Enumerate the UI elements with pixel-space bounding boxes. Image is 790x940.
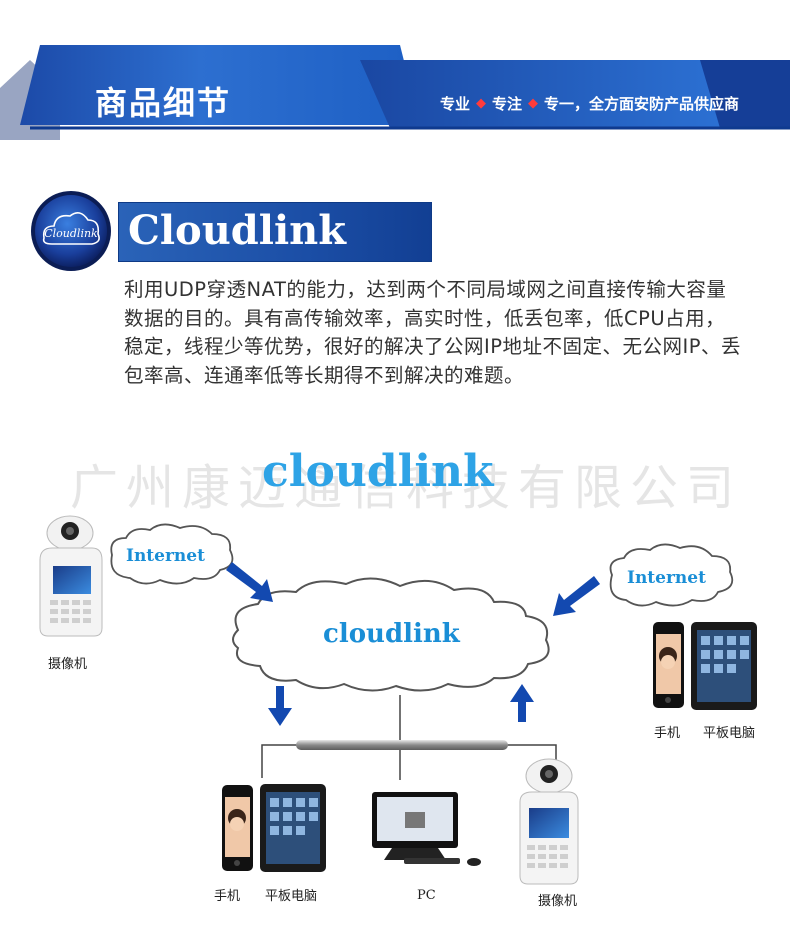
section-heading: Cloudlink — [128, 207, 346, 254]
header-banner — [0, 45, 790, 140]
tablet-device-bottom — [260, 784, 326, 872]
internet-cloud-right — [609, 543, 734, 607]
section-heading-bar — [118, 202, 432, 262]
cloudlink-logo: Cloudlink — [31, 191, 111, 271]
phone-label-bottom: 手机 — [214, 889, 241, 904]
internet-cloud-left — [110, 523, 234, 585]
page-title: 商品细节 — [95, 84, 232, 122]
network-diagram — [39, 515, 757, 885]
camera-device-bottom — [519, 758, 579, 885]
diagram-title: cloudlink — [262, 446, 494, 497]
phone-device-bottom — [222, 785, 253, 871]
logo-text: Cloudlink — [44, 227, 98, 240]
tablet-label-right: 平板电脑 — [703, 726, 756, 741]
internet-label-left: Internet — [126, 546, 205, 566]
cloudlink-cloud-label: cloudlink — [323, 619, 460, 649]
pc-label: PC — [417, 888, 436, 903]
tablet-label-bottom: 平板电脑 — [265, 889, 318, 904]
camera-label-bottom: 摄像机 — [538, 894, 578, 909]
diamond-icon: ◆ — [476, 96, 487, 111]
pc-device — [372, 792, 481, 866]
tablet-device-right — [691, 622, 757, 710]
slogan-part-2: 专注 — [492, 95, 523, 113]
diamond-icon: ◆ — [528, 96, 539, 111]
network-bus — [296, 740, 508, 750]
header-slogan: 专业 ◆ 专注 ◆ 专一，全方面安防产品供应商 — [440, 93, 739, 114]
phone-device-right — [653, 622, 684, 708]
arrow-icon — [226, 562, 600, 726]
camera-label-left: 摄像机 — [48, 657, 88, 672]
cloudlink-cloud — [232, 577, 550, 692]
section-description: 利用UDP穿透NAT的能力，达到两个不同局域网之间直接传输大容量数据的目的。具有… — [124, 278, 742, 387]
slogan-part-3: 专一，全方面安防产品供应商 — [544, 95, 740, 113]
camera-device-left — [39, 515, 103, 637]
internet-label-right: Internet — [627, 568, 706, 588]
phone-label-right: 手机 — [654, 726, 681, 741]
slogan-part-1: 专业 — [440, 95, 471, 113]
watermark-text: 广州康迈通信科技有限公司 — [70, 460, 743, 516]
